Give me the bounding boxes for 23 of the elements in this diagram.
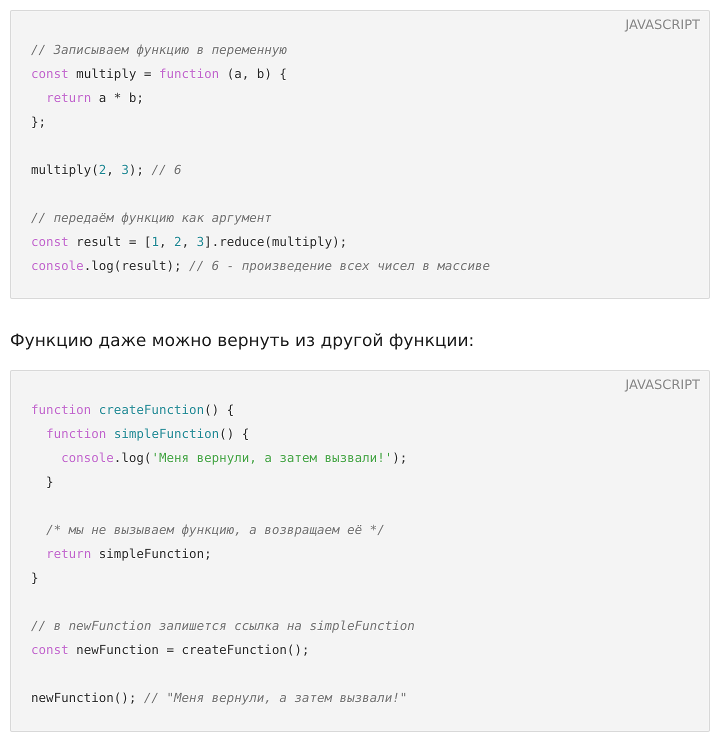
language-label: JAVASCRIPT [625, 18, 700, 33]
code-line: return a * b; [45, 89, 144, 107]
language-label: JAVASCRIPT [625, 378, 700, 393]
code-block [10, 370, 710, 732]
code-line: multiply(2, 3); // 6 [31, 161, 182, 179]
code-line: // в newFunction запишется ссылка на simpleFunction [31, 617, 415, 635]
code-line: return simpleFunction; [45, 545, 212, 563]
code-line: }; [31, 113, 46, 131]
code-line: } [31, 569, 39, 587]
code-line: // Записываем функцию в переменную [31, 41, 287, 59]
code-line: console.log('Меня вернули, а затем вызвали!'); [60, 449, 408, 467]
code-line: } [45, 473, 54, 491]
code-block [10, 10, 710, 299]
code-line: function createFunction() { [31, 401, 234, 419]
paragraph: Функцию даже можно вернуть из другой функции: [10, 331, 474, 351]
code-line: const newFunction = createFunction(); [31, 641, 310, 659]
code-line: // передаём функцию как аргумент [31, 209, 272, 227]
code-line: const result = [1, 2, 3].reduce(multiply); [31, 233, 348, 251]
code-line: function simpleFunction() { [45, 425, 250, 443]
code-line: /* мы не вызываем функцию, а возвращаем её */ [45, 521, 385, 539]
code-line: newFunction(); // "Меня вернули, а затем вызвали!" [31, 689, 408, 707]
code-line: const multiply = function (a, b) { [31, 65, 287, 83]
code-line: console.log(result); // 6 - произведение всех чисел в массиве [31, 257, 490, 275]
